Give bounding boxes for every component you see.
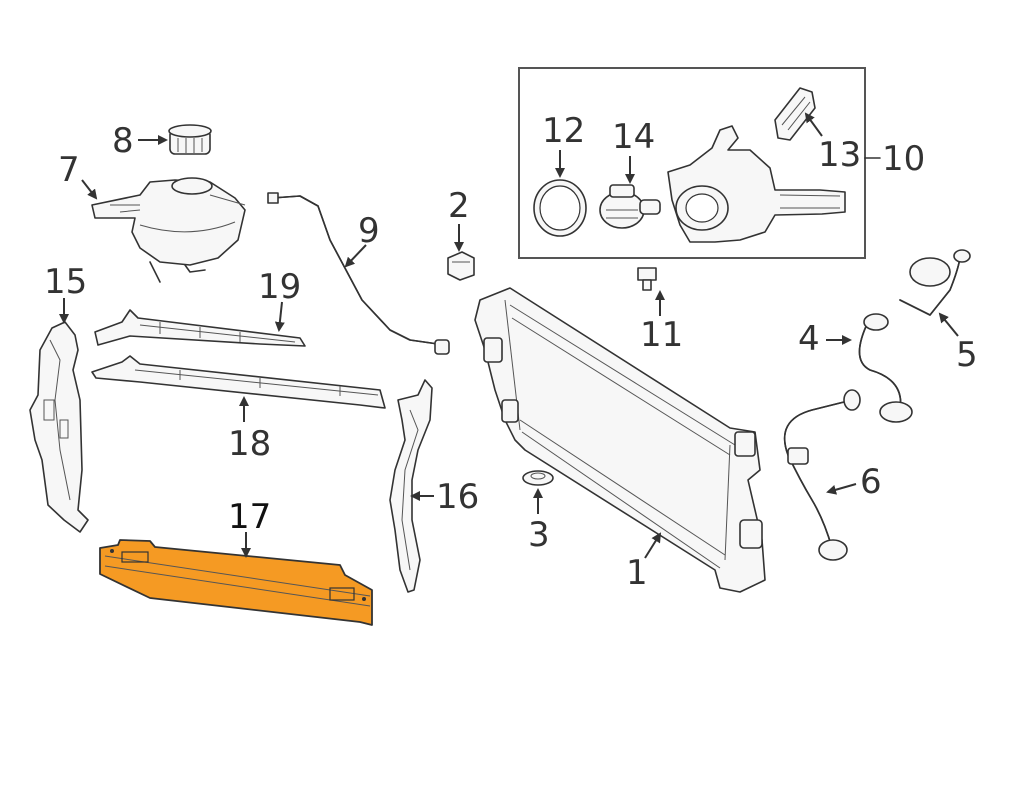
- part-4-hose: [858, 313, 913, 423]
- part-6-hose: [783, 389, 861, 561]
- callout-9: 9: [358, 211, 380, 251]
- part-15-deflector: [29, 321, 89, 533]
- part-11-bolt: [637, 267, 657, 291]
- part-9-tube: [267, 192, 450, 355]
- callout-12: 12: [542, 111, 586, 151]
- callout-8: 8: [112, 121, 134, 161]
- part-13-sensor: [774, 87, 816, 141]
- inset-box-10: [518, 67, 866, 259]
- part-1-radiator: [474, 287, 766, 593]
- callout-17: 17: [228, 497, 272, 537]
- part-17-panel-highlighted: [99, 539, 373, 626]
- part-19-bracket: [94, 309, 306, 347]
- part-5-hose: [899, 249, 971, 316]
- callout-13: 13: [818, 135, 862, 175]
- callout-7: 7: [58, 150, 80, 190]
- callout-10: 10: [882, 139, 926, 179]
- callout-3: 3: [528, 515, 550, 555]
- callout-18: 18: [228, 424, 272, 464]
- part-3-grommet: [522, 470, 554, 486]
- callout-1: 1: [626, 553, 648, 593]
- callout-14: 14: [612, 117, 656, 157]
- callout-19: 19: [258, 267, 302, 307]
- callout-4: 4: [798, 319, 820, 359]
- callout-2: 2: [448, 186, 470, 226]
- callout-11: 11: [640, 315, 684, 355]
- part-8-cap: [168, 124, 212, 155]
- callout-6: 6: [860, 462, 882, 502]
- callout-5: 5: [956, 335, 978, 375]
- part-7-reservoir: [91, 177, 246, 283]
- part-16-deflector: [389, 379, 433, 593]
- part-10-housing: [667, 125, 846, 243]
- callout-16: 16: [436, 477, 480, 517]
- part-12-gasket: [533, 179, 587, 237]
- part-18-bar: [91, 355, 386, 409]
- part-2-clip: [447, 251, 475, 281]
- callout-15: 15: [44, 262, 88, 302]
- part-14-thermostat: [599, 184, 661, 229]
